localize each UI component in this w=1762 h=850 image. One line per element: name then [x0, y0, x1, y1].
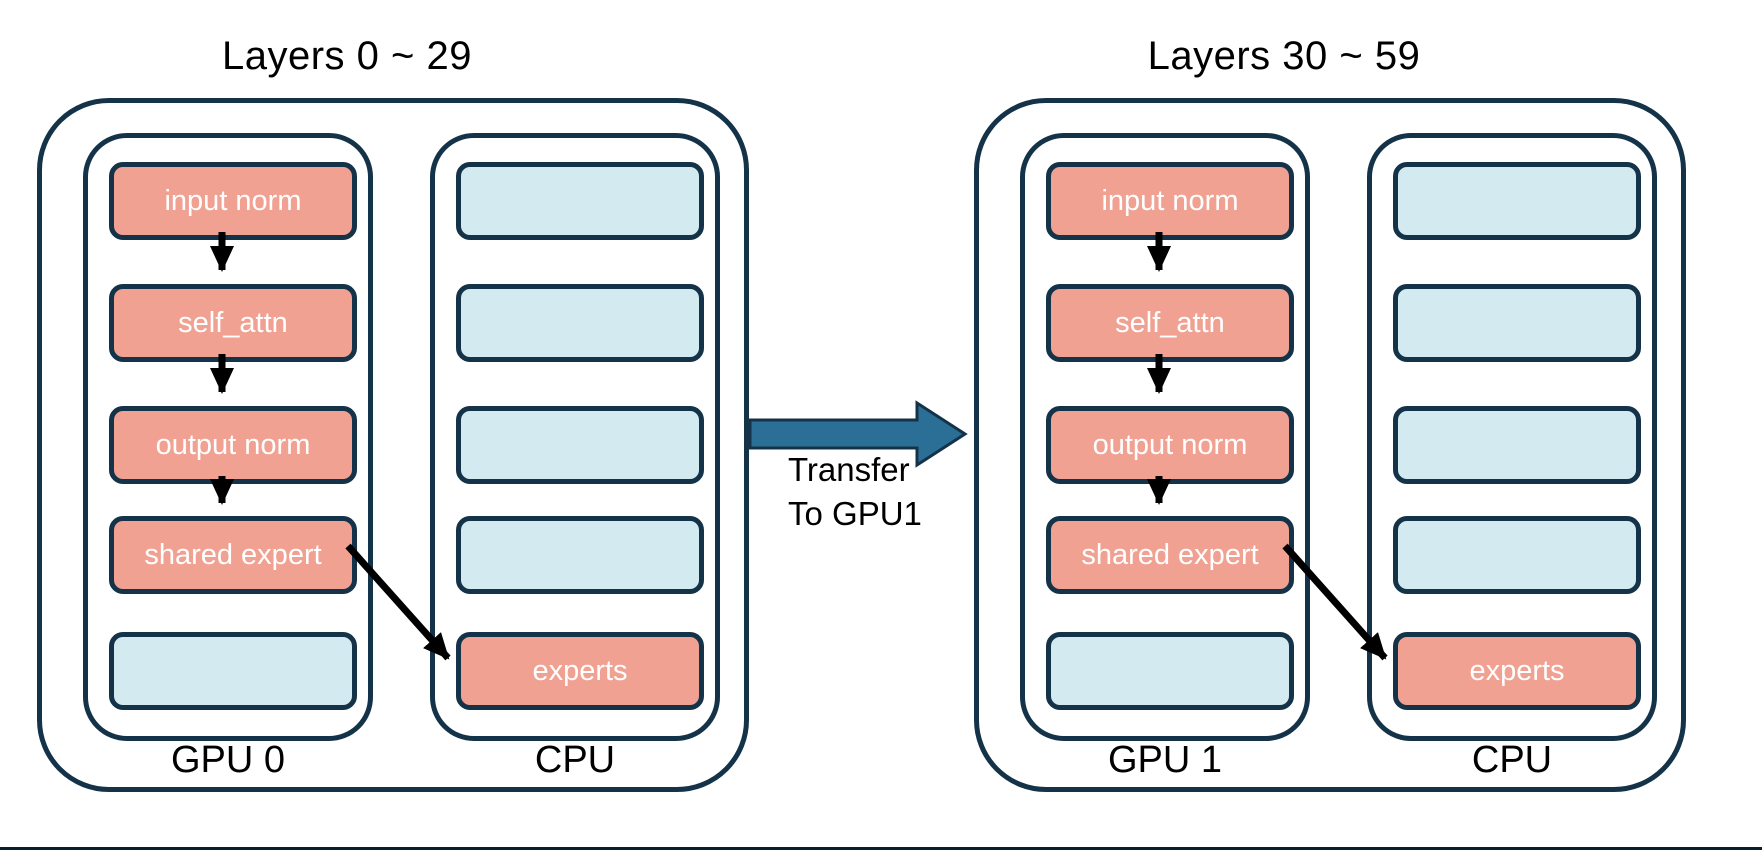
gpu1-block-input-norm: input norm [1046, 162, 1294, 240]
node1-container: input norm self_attn output norm shared … [974, 98, 1686, 792]
gpu1-block-shared-expert: shared expert [1046, 516, 1294, 594]
cpu1-block-experts: experts [1393, 632, 1641, 710]
gpu0-container: input norm self_attn output norm shared … [83, 133, 373, 741]
gpu1-block-output-norm: output norm [1046, 406, 1294, 484]
gpu0-block-self-attn: self_attn [109, 284, 357, 362]
cpu1-label: CPU [1471, 739, 1553, 781]
cpu1-block-empty-1 [1393, 162, 1641, 240]
right-layers-title: Layers 30 ~ 59 [1147, 34, 1421, 78]
node0-container: input norm self_attn output norm shared … [37, 98, 749, 792]
cpu0-container: experts [430, 133, 720, 741]
gpu0-block-input-norm: input norm [109, 162, 357, 240]
gpu0-label: GPU 0 [170, 739, 286, 781]
gpu1-label: GPU 1 [1107, 739, 1223, 781]
cpu0-block-empty-3 [456, 406, 704, 484]
gpu1-container: input norm self_attn output norm shared … [1020, 133, 1310, 741]
cpu1-block-empty-4 [1393, 516, 1641, 594]
transfer-label-line2: To GPU1 [788, 495, 922, 532]
gpu0-block-empty [109, 632, 357, 710]
gpu0-block-output-norm: output norm [109, 406, 357, 484]
gpu1-block-empty [1046, 632, 1294, 710]
cpu1-block-empty-2 [1393, 284, 1641, 362]
cpu0-block-experts: experts [456, 632, 704, 710]
gpu0-block-shared-expert: shared expert [109, 516, 357, 594]
cpu0-label: CPU [534, 739, 616, 781]
cpu0-block-empty-1 [456, 162, 704, 240]
left-layers-title: Layers 0 ~ 29 [222, 34, 472, 78]
cpu1-container: experts [1367, 133, 1657, 741]
cpu1-block-empty-3 [1393, 406, 1641, 484]
transfer-label-line1: Transfer [788, 451, 910, 488]
cpu0-block-empty-4 [456, 516, 704, 594]
gpu1-block-self-attn: self_attn [1046, 284, 1294, 362]
cpu0-block-empty-2 [456, 284, 704, 362]
bottom-edge-line [0, 847, 1762, 850]
transfer-label: Transfer To GPU1 [788, 448, 922, 536]
